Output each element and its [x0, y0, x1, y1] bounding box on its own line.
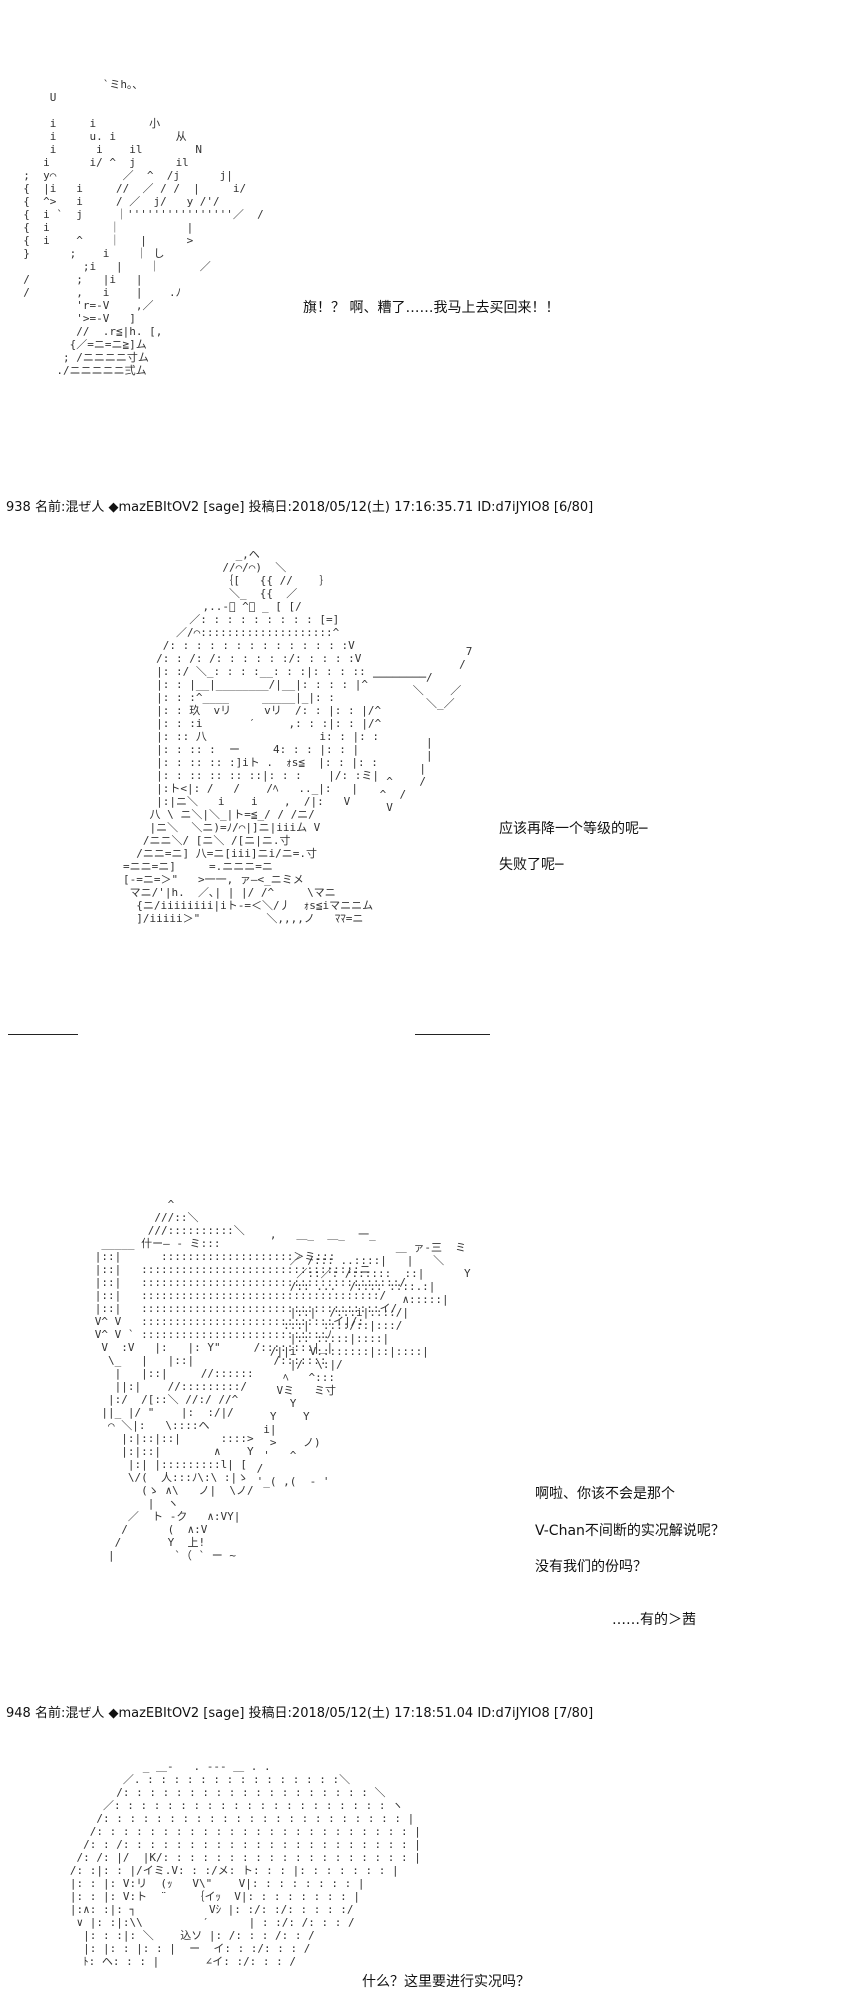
dialogue-scene-2-line-1: 应该再降一个等级的呢─ [499, 821, 648, 837]
post-header-938: 938 名前:混ぜ人 ◆mazEBItOV2 [sage] 投稿日:2018/0… [6, 500, 594, 515]
dialogue-scene-2-line-2: 失败了呢─ [499, 857, 564, 873]
ground-line-right [415, 1034, 490, 1035]
ascii-art-scene-3-right: , ＿_ ＿_ 一_ ＿ ァ-三 ミ ／ /::: ..::::| | ＼ ／:… [256, 1228, 471, 1488]
dialogue-scene-3-line-1: 啊啦、你该不会是那个 [535, 1486, 675, 1502]
dialogue-scene-1: 旗！？ 啊、糟了……我马上去买回来！！ [303, 300, 560, 316]
post-header-948: 948 名前:混ぜ人 ◆mazEBItOV2 [sage] 投稿日:2018/0… [6, 1706, 594, 1721]
ascii-art-scene-1: `ミh｡､ U i i 小 i u. i 从 i i il N i i/ ^ j… [23, 78, 264, 377]
dialogue-scene-3-line-2: V-Chan不间断的实况解说呢？ [535, 1523, 725, 1539]
ground-line-left [8, 1034, 78, 1035]
ascii-art-scene-2: _,ヘ //⌒/⌒) ＼ ｛[ {{ // ｝ ＼_ {{ ／ ,..-ﾟ ^＼… [122, 548, 382, 925]
dialogue-scene-4: 什么？这里要进行实况吗？ [362, 1974, 530, 1990]
dialogue-scene-3-line-3: 没有我们的份吗？ [535, 1559, 647, 1575]
ascii-art-scene-4: _ ＿‐ . -‐- ＿ . . ／. : : : : : : : : : : … [69, 1760, 421, 1968]
ascii-art-scene-3-left: ^ ///::＼ ///::::::::::＼ _____ 什ー― - ミ:::… [94, 1198, 406, 1562]
dialogue-scene-3-line-4: ……有的＞茜 [612, 1612, 696, 1628]
ascii-art-scene-2-ribbon: 7 / ────────/ ＼ ／ ＼_／ | | | ^ / ^ / V [372, 645, 473, 814]
